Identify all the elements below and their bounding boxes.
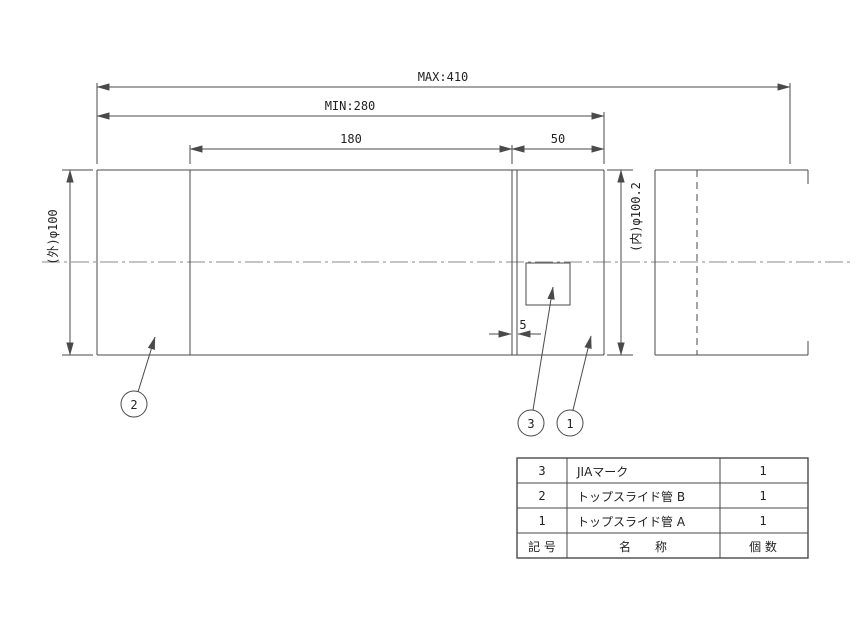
table-cell-no: 1	[538, 514, 545, 528]
dimension-max-overall: MAX:410	[96, 70, 791, 164]
dimension-step-5: 5	[489, 318, 541, 338]
leader-line	[572, 335, 592, 411]
leader-line	[137, 336, 156, 393]
dim-180-label: 180	[340, 132, 362, 146]
dimension-outer-diameter: (外)φ100	[46, 169, 93, 356]
dimension-inner-diameter: (内)φ100.2	[607, 169, 643, 356]
dim-min-label: MIN:280	[325, 99, 376, 113]
table-header-qty: 個 数	[749, 539, 777, 554]
table-cell-qty: 1	[759, 464, 766, 478]
balloon-circle	[556, 409, 584, 437]
table-cell-name: JIAマーク	[576, 465, 628, 479]
dim-outer-dia-label: (外)φ100	[46, 209, 60, 264]
dim-max-label: MAX:410	[418, 70, 469, 84]
jia-mark-square	[525, 262, 571, 306]
table-header-no: 記 号	[528, 539, 556, 554]
table-cell-name: トップスライド管 A	[577, 514, 686, 529]
balloon-1-label: 1	[566, 417, 573, 431]
table-cell-name: トップスライド管 B	[577, 489, 685, 504]
balloon-2: 2	[120, 336, 156, 418]
table-cell-no: 3	[538, 464, 545, 478]
parts-table: 3 JIAマーク 1 2 トップスライド管 B 1 1 トップスライド管 A 1…	[516, 457, 809, 559]
table-header-name: 名 称	[619, 539, 667, 554]
dim-50-label: 50	[551, 132, 565, 146]
leader-line	[532, 286, 555, 411]
table-cell-qty: 1	[759, 489, 766, 503]
balloon-1: 1	[556, 335, 592, 437]
dim-5-label: 5	[519, 318, 526, 332]
dimension-50: 50	[511, 132, 605, 153]
table-cell-qty: 1	[759, 514, 766, 528]
balloon-3: 3	[517, 286, 555, 437]
receiving-pipe-outline	[654, 169, 809, 356]
balloon-3-label: 3	[527, 417, 534, 431]
slide-pipe-assembly-outline	[96, 169, 605, 356]
dimension-180: 180	[189, 132, 513, 164]
balloon-circle	[517, 409, 545, 437]
dimension-min: MIN:280	[96, 99, 605, 164]
dim-inner-dia-label: (内)φ100.2	[629, 182, 643, 252]
balloon-2-label: 2	[130, 398, 137, 412]
table-cell-no: 2	[538, 489, 545, 503]
balloon-circle	[120, 390, 148, 418]
